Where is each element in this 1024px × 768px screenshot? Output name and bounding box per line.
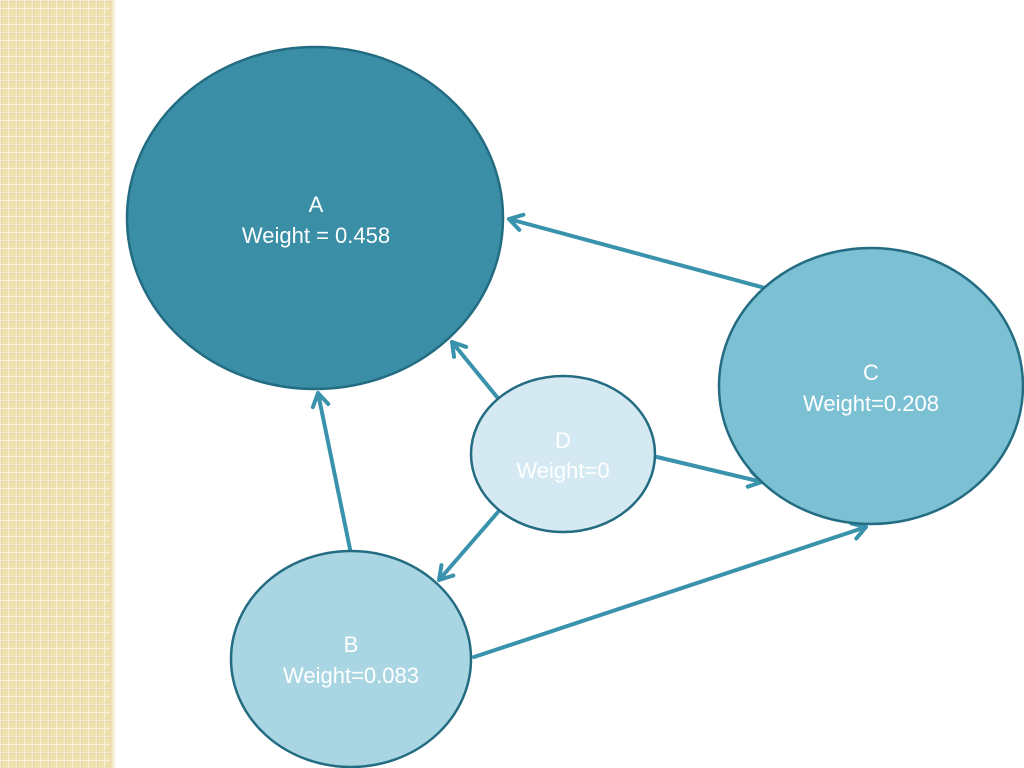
decorative-side-pattern	[0, 0, 112, 768]
node-a-name: A	[309, 192, 324, 217]
edge-d-to-b-arrowhead	[437, 563, 456, 582]
edge-b-to-a	[316, 391, 352, 551]
edge-b-to-c	[472, 525, 868, 659]
edge-c-to-a	[507, 217, 767, 290]
node-a-circle	[125, 45, 505, 391]
edge-d-to-b	[437, 510, 500, 582]
node-b: B Weight=0.083	[229, 549, 473, 768]
edge-layer	[310, 212, 868, 659]
node-a-weight: Weight = 0.458	[242, 223, 390, 248]
edge-b-to-a-arrowhead	[310, 391, 331, 410]
node-d-circle	[469, 374, 657, 534]
decorative-side-edge	[110, 0, 116, 768]
node-c-weight: Weight=0.208	[803, 391, 939, 416]
node-d-name: D	[555, 428, 571, 453]
node-b-name: B	[344, 632, 359, 657]
node-c: C Weight=0.208	[717, 246, 1024, 526]
node-b-circle	[229, 549, 473, 768]
node-d-weight: Weight=0	[516, 458, 609, 483]
edge-c-to-a-arrowhead	[507, 212, 526, 232]
node-c-circle	[717, 246, 1024, 526]
edge-d-to-a-arrowhead	[450, 340, 469, 359]
node-c-name: C	[863, 360, 879, 385]
edge-d-to-a	[450, 340, 499, 399]
node-d: D Weight=0	[469, 374, 657, 534]
node-b-weight: Weight=0.083	[283, 663, 419, 688]
edge-b-to-c-arrowhead	[849, 521, 868, 541]
node-a: A Weight = 0.458	[125, 45, 505, 391]
edge-d-to-c	[655, 455, 764, 484]
